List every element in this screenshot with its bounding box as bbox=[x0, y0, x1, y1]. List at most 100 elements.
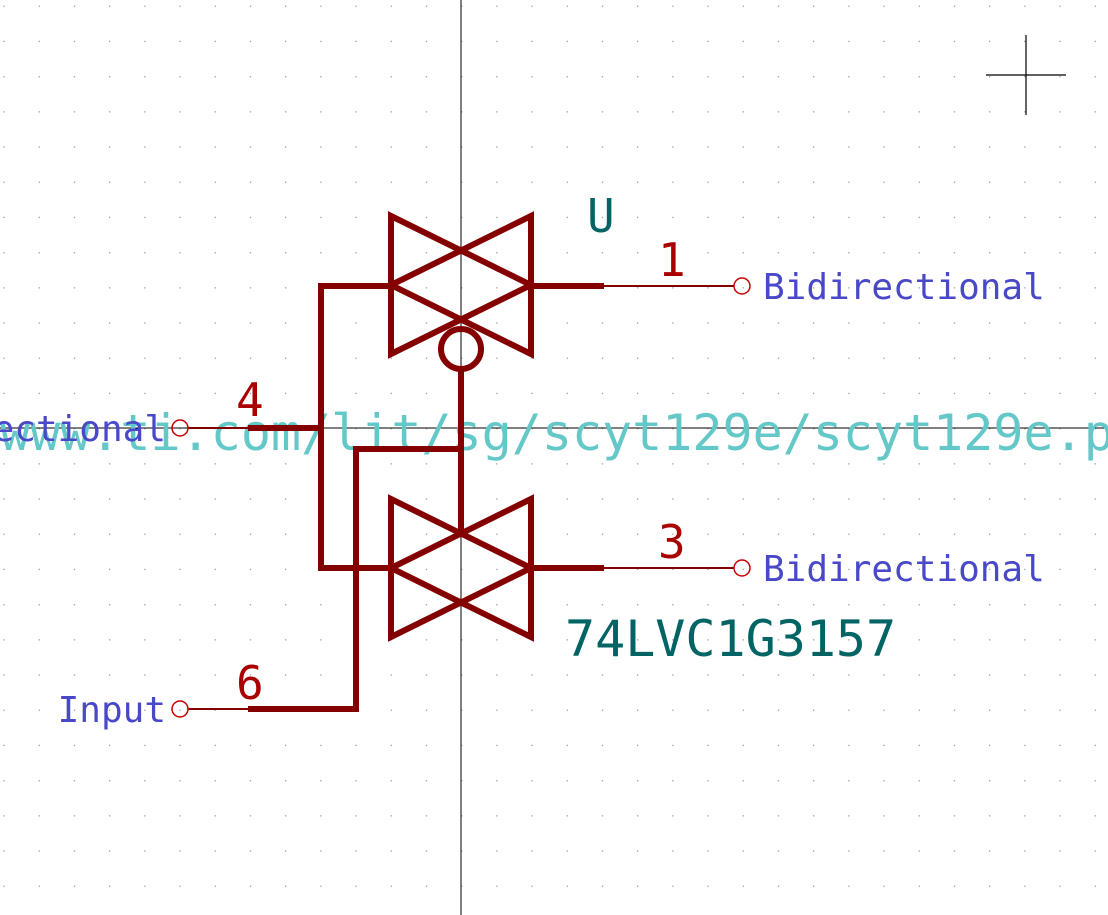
grid-dot bbox=[989, 146, 991, 148]
grid-dot bbox=[848, 322, 850, 324]
grid-dot bbox=[601, 639, 604, 641]
pin-3-endpoint-icon[interactable] bbox=[733, 559, 751, 577]
grid-dot bbox=[1059, 498, 1061, 500]
grid-dot bbox=[918, 639, 920, 641]
grid-dot bbox=[989, 709, 991, 711]
value-field[interactable]: 74LVC1G3157 bbox=[565, 610, 896, 668]
grid-dot bbox=[390, 709, 392, 711]
grid-dot bbox=[777, 76, 780, 78]
grid-dot bbox=[1059, 357, 1061, 359]
grid-dot bbox=[707, 498, 709, 500]
grid-dot bbox=[637, 322, 639, 324]
grid-dot bbox=[179, 111, 181, 113]
grid-dot bbox=[144, 639, 146, 641]
grid-dot bbox=[707, 744, 709, 747]
grid-dot bbox=[531, 885, 533, 887]
grid-dot bbox=[989, 392, 991, 395]
reference-field[interactable]: U bbox=[587, 189, 615, 243]
grid-dot bbox=[601, 322, 604, 324]
grid-dot bbox=[953, 357, 956, 359]
grid-dot bbox=[109, 252, 111, 254]
grid-dot bbox=[742, 780, 744, 782]
grid-dot bbox=[953, 744, 956, 747]
grid-dot bbox=[109, 111, 111, 113]
grid-dot bbox=[672, 498, 674, 500]
grid-dot bbox=[953, 428, 956, 430]
grid-dot bbox=[953, 216, 956, 219]
grid-dot bbox=[953, 850, 956, 852]
grid-dot bbox=[144, 709, 146, 711]
grid-dot bbox=[179, 780, 181, 782]
grid-dot bbox=[848, 146, 850, 148]
grid-dot bbox=[637, 568, 639, 571]
grid-dot bbox=[953, 604, 956, 606]
grid-dot bbox=[1094, 428, 1096, 430]
grid-dot bbox=[601, 181, 604, 183]
grid-dot bbox=[953, 5, 956, 7]
pin-6-endpoint-icon[interactable] bbox=[171, 700, 189, 718]
grid-dot bbox=[144, 428, 146, 430]
grid-dot bbox=[777, 392, 780, 395]
grid-dot bbox=[777, 463, 780, 465]
grid-dot bbox=[742, 40, 744, 43]
grid-dot bbox=[425, 392, 428, 395]
grid-dot bbox=[777, 146, 780, 148]
grid-dot bbox=[601, 533, 604, 535]
grid-dot bbox=[707, 709, 709, 711]
grid-dot bbox=[390, 850, 392, 852]
pin-4-endpoint-icon[interactable] bbox=[171, 419, 189, 437]
grid-dot bbox=[38, 604, 40, 606]
grid-dot bbox=[355, 252, 357, 254]
symbol-body[interactable] bbox=[248, 211, 604, 712]
grid-dot bbox=[496, 533, 498, 535]
grid-dot bbox=[1094, 780, 1096, 782]
grid-dot bbox=[883, 568, 885, 571]
grid-dot bbox=[742, 604, 744, 606]
grid-dot bbox=[848, 111, 850, 113]
grid-dot bbox=[425, 639, 428, 641]
grid-dot bbox=[496, 709, 498, 711]
grid-dot bbox=[848, 744, 850, 747]
grid-dot bbox=[285, 674, 287, 676]
grid-dot bbox=[425, 533, 428, 535]
grid-dot bbox=[73, 357, 76, 359]
grid-dot bbox=[285, 252, 287, 254]
grid-dot bbox=[707, 885, 709, 887]
grid-dot bbox=[461, 111, 463, 113]
grid-dot bbox=[531, 744, 533, 747]
grid-dot bbox=[73, 40, 76, 43]
grid-dot bbox=[179, 463, 181, 465]
grid-dot bbox=[144, 850, 146, 852]
grid-dot bbox=[989, 287, 991, 289]
grid-dot bbox=[3, 111, 5, 113]
grid-dot bbox=[320, 146, 322, 148]
grid-dot bbox=[848, 357, 850, 359]
grid-dot bbox=[73, 428, 76, 430]
grid-dot bbox=[461, 5, 463, 7]
grid-dot bbox=[38, 850, 40, 852]
datasheet-field[interactable]: www.ti.com/lit/sg/scyt129e/scyt129e.pdf bbox=[0, 404, 1108, 462]
grid-dot bbox=[707, 533, 709, 535]
grid-dot bbox=[425, 111, 428, 113]
grid-dot bbox=[1094, 76, 1096, 78]
grid-dot bbox=[601, 815, 604, 817]
pin-1-endpoint-icon[interactable] bbox=[733, 277, 751, 295]
grid-dot bbox=[425, 40, 428, 43]
grid-dot bbox=[566, 146, 568, 148]
grid-dot bbox=[425, 498, 428, 500]
grid-dot bbox=[425, 780, 428, 782]
grid-dot bbox=[777, 252, 780, 254]
grid-dot bbox=[953, 674, 956, 676]
grid-dot bbox=[918, 146, 920, 148]
grid-dot bbox=[777, 357, 780, 359]
grid-dot bbox=[742, 322, 744, 324]
grid-dot bbox=[144, 357, 146, 359]
grid-dot bbox=[425, 181, 428, 183]
grid-dot bbox=[742, 5, 744, 7]
grid-dot bbox=[496, 639, 498, 641]
grid-dot bbox=[496, 181, 498, 183]
grid-dot bbox=[144, 40, 146, 43]
grid-dot bbox=[918, 5, 920, 7]
grid-dot bbox=[144, 815, 146, 817]
